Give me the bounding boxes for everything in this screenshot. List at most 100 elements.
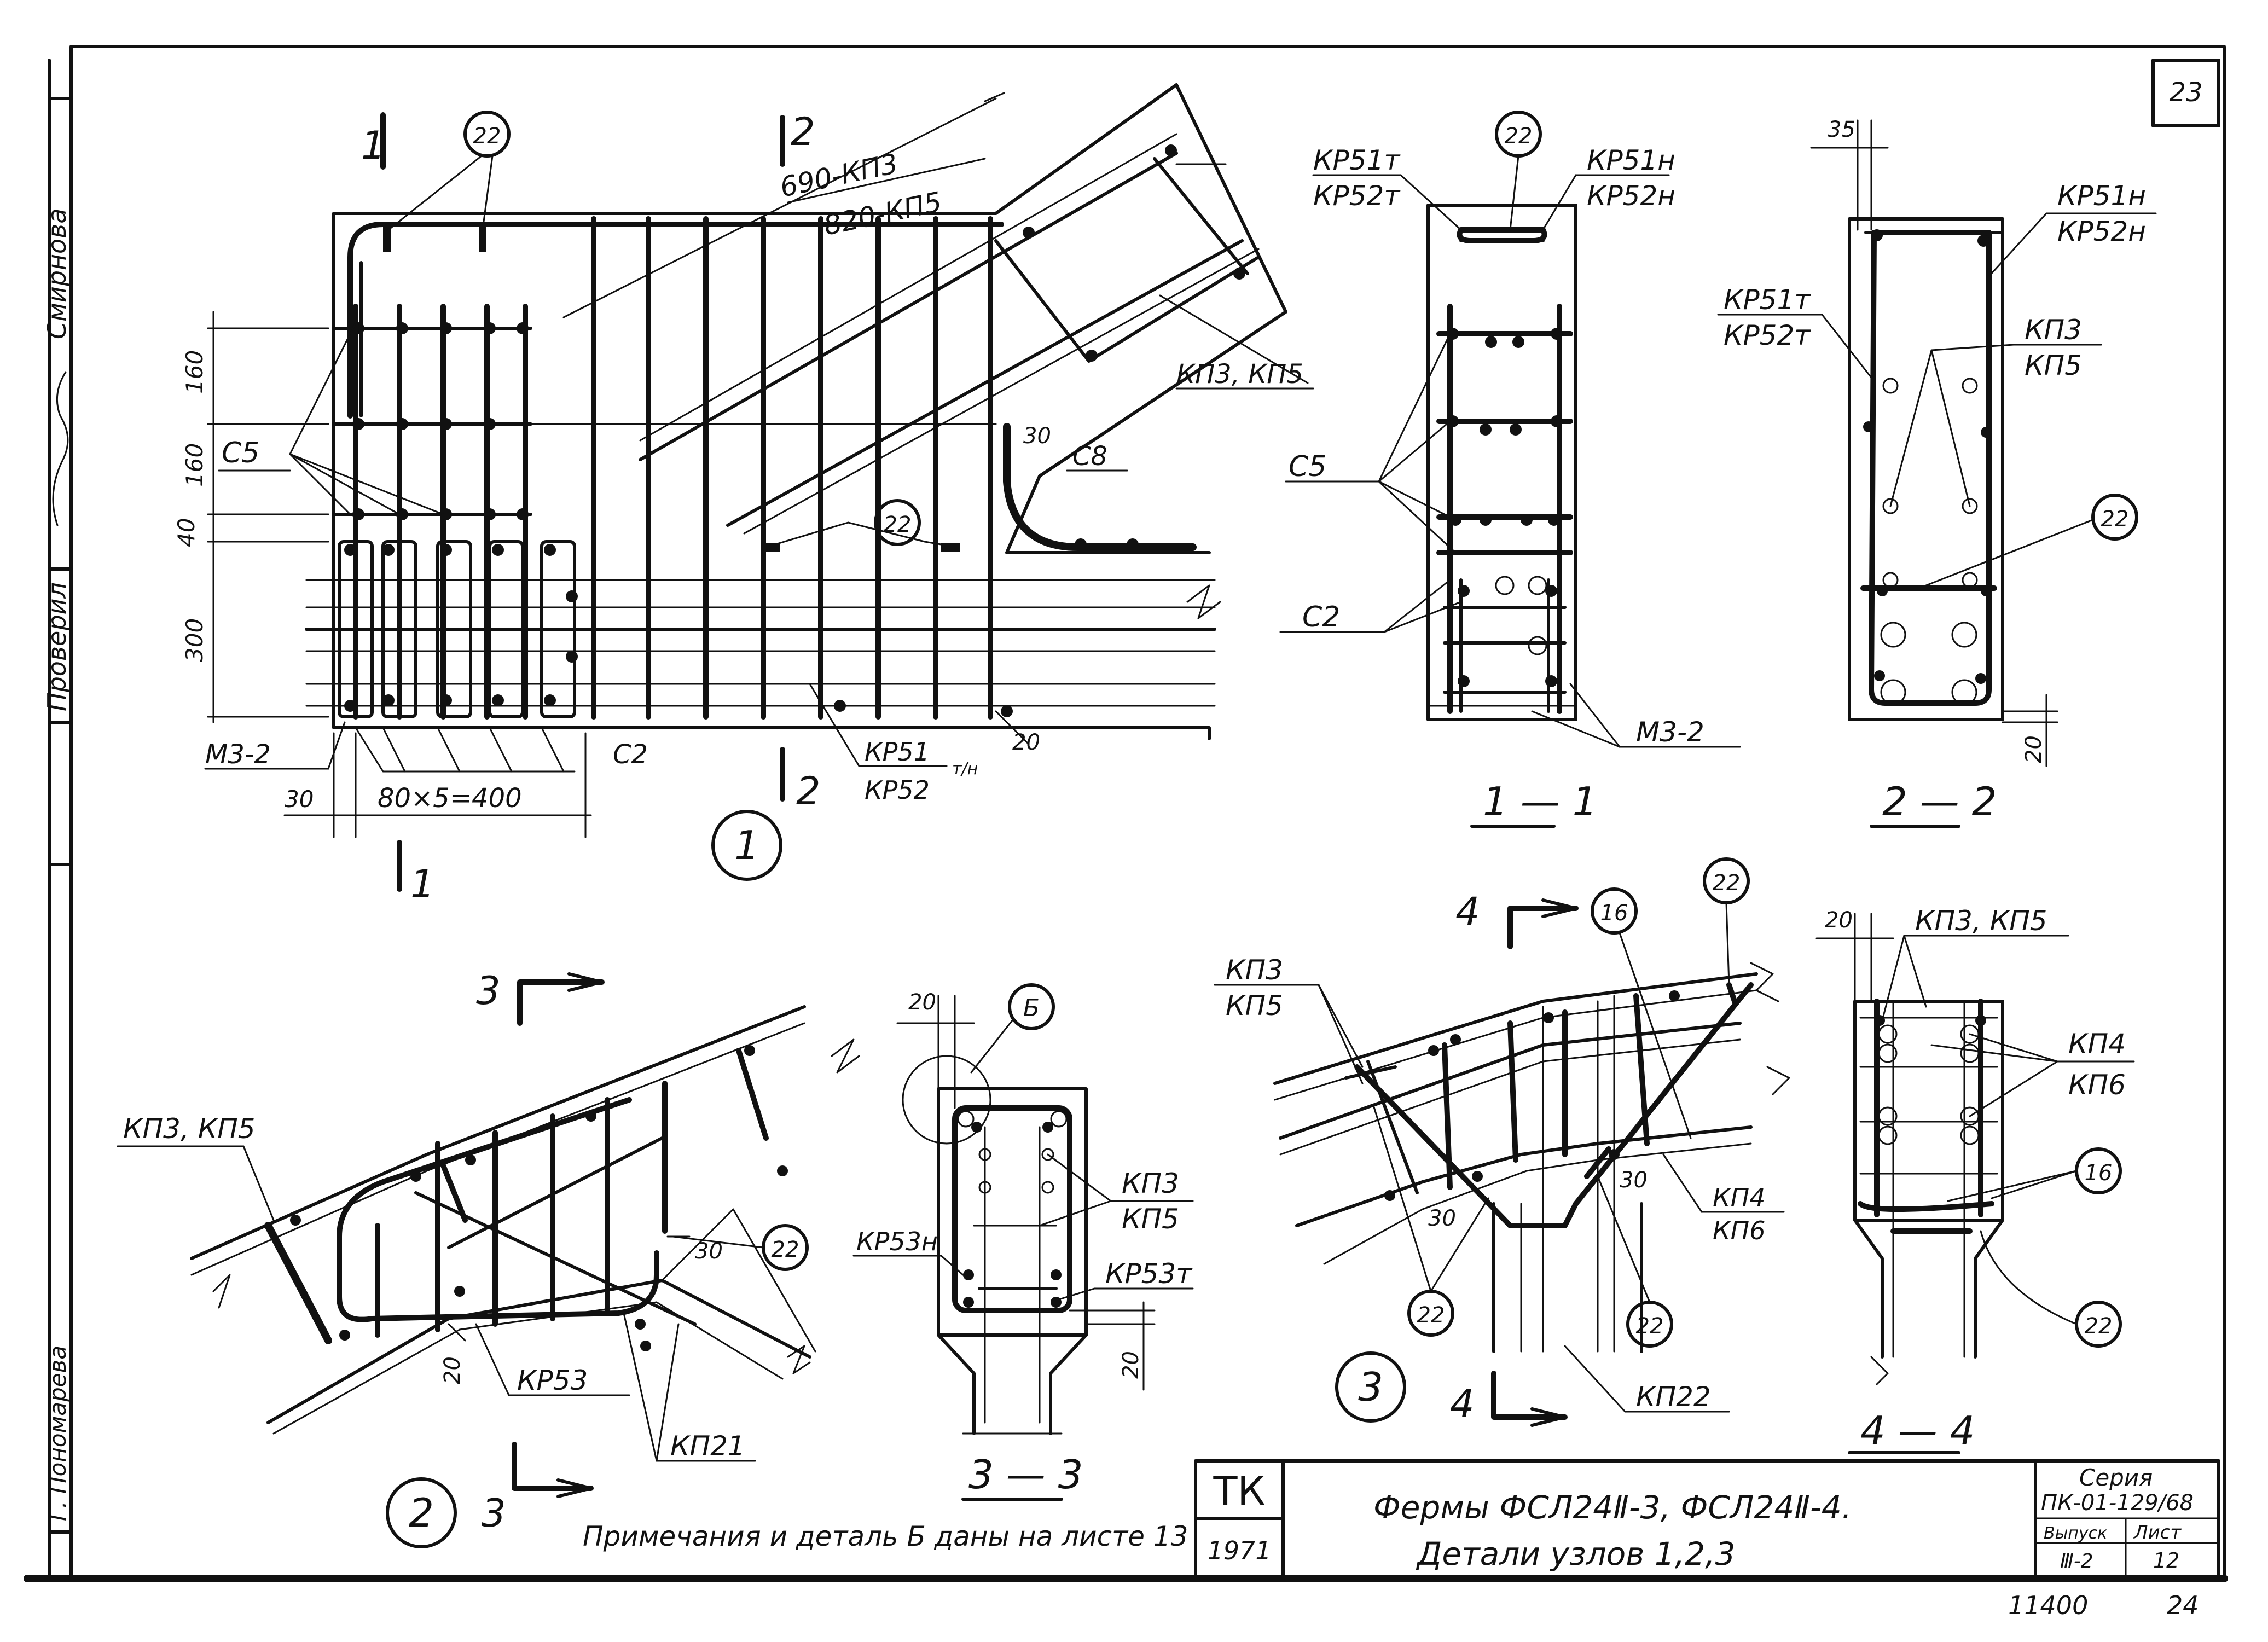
label-kp3-node3: КП3 <box>1226 954 1283 986</box>
label-c2-node1: С2 <box>613 739 648 770</box>
section-3-3-title: 3 — 3 <box>968 1452 1083 1498</box>
node-3-stirrups <box>1442 982 1737 1190</box>
label-kp21-node2: КП21 <box>670 1430 745 1462</box>
dim-30-node3-b: 30 <box>1620 1168 1648 1193</box>
label-kp53-node2: КР53 <box>517 1365 588 1396</box>
cut-3-label-top: 3 <box>476 968 501 1013</box>
section-1-1-title: 1 — 1 <box>1483 779 1597 825</box>
checked-name: Смирнова <box>42 208 72 339</box>
callout-22-node1-mid <box>874 499 921 546</box>
label-kp3-s22: КП3 <box>2025 314 2082 346</box>
section-4-4: 20 КП3, КП5 КП4 КП6 16 22 4 — 4 <box>1815 905 2135 1454</box>
label-kp3-kp5-node1: КП3, КП5 <box>1176 359 1303 390</box>
node-1-diagonal <box>639 133 1260 535</box>
top-bar-kp51 <box>347 222 1004 419</box>
section-2-2-title: 2 — 2 <box>1882 779 1997 825</box>
length-dim-line <box>562 97 997 318</box>
label-kp52n-s22: КР52н <box>2057 216 2146 247</box>
svg-text:22: 22 <box>1417 1303 1445 1328</box>
label-kp22-node3: КП22 <box>1636 1381 1711 1413</box>
section-1-1-dots <box>1447 328 1563 687</box>
sheet-note: Примечания и деталь Б даны на листе 13 <box>583 1521 1188 1552</box>
cut-3-mark-top <box>517 979 605 1026</box>
dim-35: 35 <box>1828 117 1855 142</box>
drawing-title-line2: Детали узлов 1,2,3 <box>1416 1535 1735 1573</box>
svg-text:22: 22 <box>1713 871 1741 896</box>
dim-20-s33-bottom: 20 <box>1118 1351 1144 1379</box>
node-2-stirrups <box>264 1048 769 1344</box>
section-3-3: Б 20 КП3 КП5 КР53н КР53т 20 3 — 3 <box>852 983 1194 1501</box>
node-3-elevation: КП3 КП5 16 22 22 22 30 30 КП4 КП6 КП22 4… <box>1214 857 1790 1427</box>
label-kp51t-s11: КР51т <box>1313 144 1401 176</box>
dim-30-node2: 30 <box>695 1239 723 1264</box>
svg-text:22: 22 <box>2101 507 2129 532</box>
dim-30-node3-a: 30 <box>1428 1206 1456 1231</box>
dim-20-node2: 20 <box>440 1356 465 1384</box>
dim-160-a: 160 <box>181 350 208 394</box>
section-2-2-dots <box>1863 229 1992 705</box>
sheet-value: 12 <box>2153 1548 2179 1573</box>
label-c5-node1: С5 <box>222 437 259 469</box>
node-1-elevation: 30 С8 1 1 2 2 690-КП3 820-КП5 КП3, КП5 С… <box>173 83 1314 907</box>
detail-b-callout <box>1008 983 1055 1030</box>
node-1-vertical-dims: 160 160 40 300 <box>173 311 329 723</box>
detail-b-circle <box>902 1055 991 1145</box>
signature-mark <box>52 371 69 526</box>
label-kp52-node1: КР52 <box>865 775 930 805</box>
node-1-bar-dots <box>344 322 1139 717</box>
cut-1-label-top: 1 <box>361 123 386 168</box>
label-kp52t-s22: КР52т <box>1724 320 1811 351</box>
node-2-dots <box>290 1045 788 1351</box>
break-mark <box>1186 584 1221 619</box>
dim-30-node1: 30 <box>1023 423 1051 449</box>
author-name: Г. Пономарева <box>44 1345 71 1521</box>
node-1-number: 1 <box>734 822 759 868</box>
checked-label: Проверил <box>42 582 72 711</box>
label-kp52t-s11: КР52т <box>1313 180 1401 212</box>
cut-3-mark-bottom <box>512 1442 594 1491</box>
label-kp52n-s11: КР52н <box>1587 180 1675 212</box>
label-m32-s11: М3-2 <box>1636 716 1704 748</box>
label-kp53t-s33: КР53т <box>1105 1258 1193 1290</box>
label-kp5-node3: КП5 <box>1226 990 1283 1022</box>
dim-160-b: 160 <box>181 443 208 487</box>
label-kp6-node3: КП6 <box>1713 1216 1766 1245</box>
node-2-elevation: КП3, КП5 22 30 20 КР53 КП21 3 3 2 <box>117 968 860 1548</box>
bar-c8 <box>1003 423 1197 551</box>
length-label-kp5: 820-КП5 <box>821 186 944 242</box>
label-kp53n-s33: КР53н <box>856 1227 938 1256</box>
org-mark: ТК <box>1213 1468 1265 1514</box>
cut-2-label-bottom: 2 <box>796 769 821 814</box>
cut-1-label-bottom: 1 <box>410 862 435 907</box>
node-2-number: 2 <box>409 1490 434 1536</box>
label-tn-node1: т/н <box>952 759 978 779</box>
label-kp4-s44: КП4 <box>2068 1028 2126 1060</box>
section-4-4-title: 4 — 4 <box>1860 1408 1975 1454</box>
sheet-label: Лист <box>2133 1522 2182 1544</box>
section-3-3-dots <box>957 1110 1068 1308</box>
cut-4-label-bottom: 4 <box>1450 1382 1475 1426</box>
dim-40: 40 <box>173 518 200 547</box>
title-block: ТК 1971 Фермы ФСЛ24Ⅱ-3, ФСЛ24Ⅱ-4. Детали… <box>1194 1459 2220 1580</box>
label-kp5-s22: КП5 <box>2025 350 2082 381</box>
node-3-number: 3 <box>1358 1364 1383 1410</box>
issue-value: Ⅲ-2 <box>2060 1550 2093 1573</box>
dim-20-s44: 20 <box>1825 908 1853 933</box>
drawing-title-line1: Фермы ФСЛ24Ⅱ-3, ФСЛ24Ⅱ-4. <box>1373 1489 1852 1526</box>
series-label: Серия <box>2079 1464 2153 1491</box>
cut-2-label-top: 2 <box>791 109 815 154</box>
label-kp51-node1: КР51 <box>865 737 930 767</box>
svg-text:22: 22 <box>1505 124 1533 149</box>
label-kp6-s44: КП6 <box>2068 1069 2126 1101</box>
dim-30-bottom: 30 <box>285 786 314 813</box>
dim-80x5: 80×5=400 <box>378 783 522 814</box>
cut-4-label-top: 4 <box>1455 889 1480 934</box>
bottom-number: 11400 <box>2008 1591 2088 1620</box>
svg-text:22: 22 <box>772 1237 799 1262</box>
node-2-number-circle <box>386 1477 457 1548</box>
label-c2-s11: С2 <box>1302 601 1340 634</box>
node-3-dots <box>1384 990 1680 1201</box>
bottom-page: 24 <box>2167 1591 2199 1620</box>
dim-20-s33-top: 20 <box>908 990 936 1015</box>
